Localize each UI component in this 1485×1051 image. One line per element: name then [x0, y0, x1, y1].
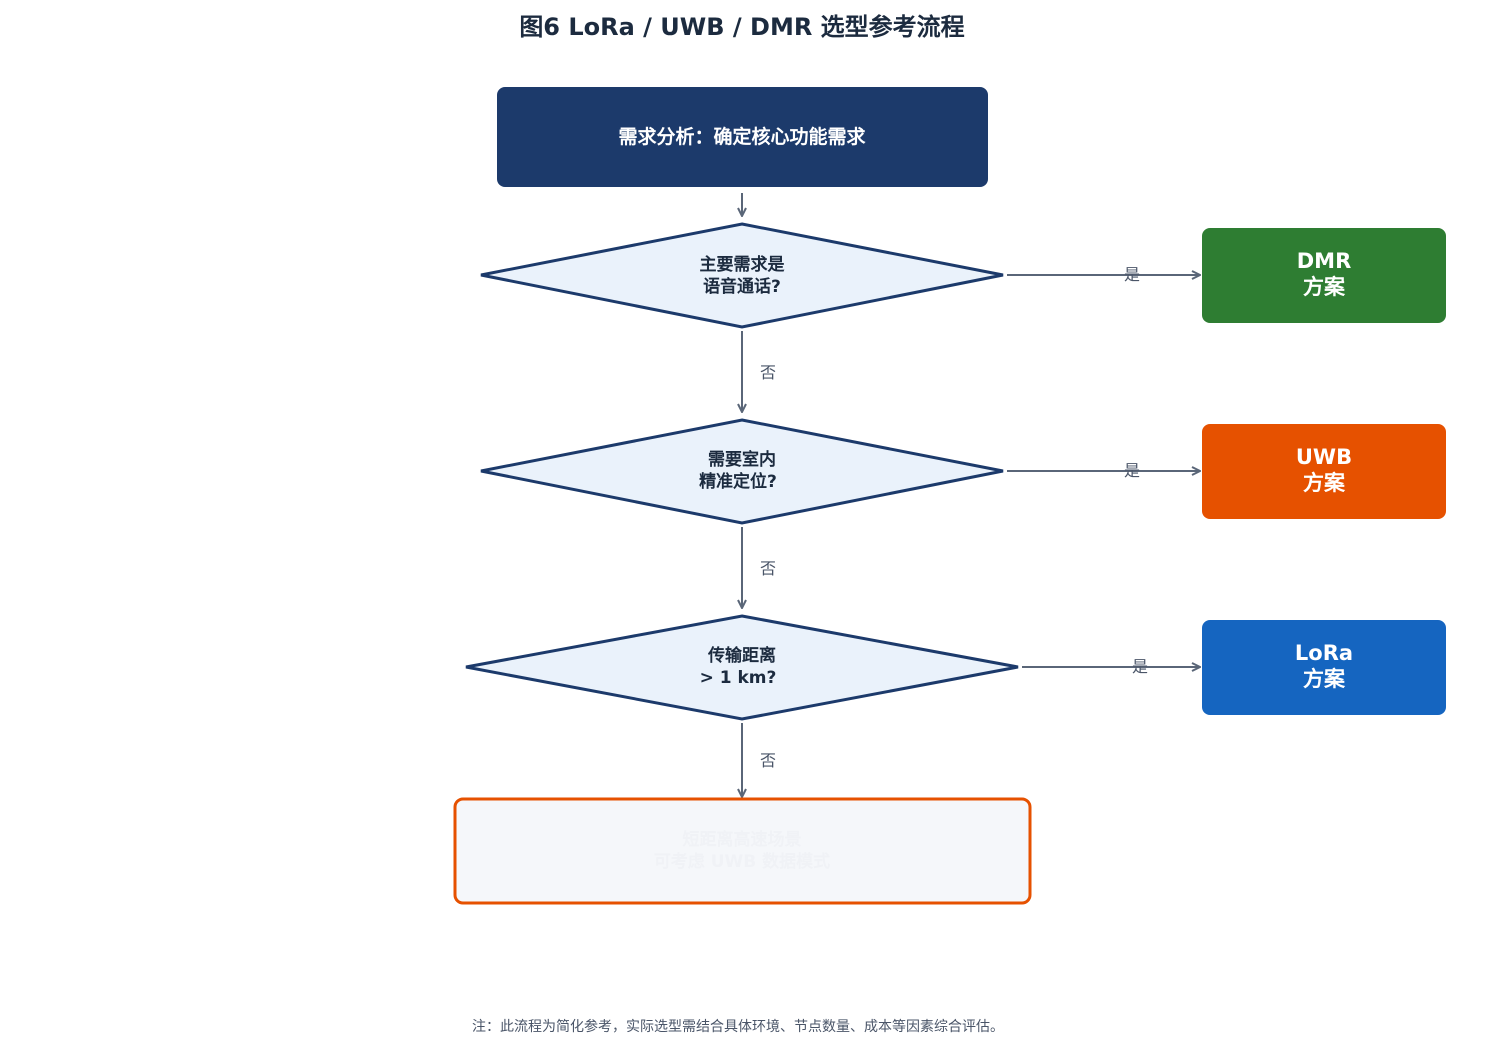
decision-voice-line-1: 主要需求是 — [700, 254, 785, 275]
no-label-1: 否 — [760, 363, 776, 382]
decision-distance-line-1: 传输距离 — [707, 645, 776, 666]
result-box-uwb — [1202, 424, 1446, 519]
figure-title: 图6 LoRa / UWB / DMR 选型参考流程 — [519, 13, 964, 41]
yes-label-dmr: 是 — [1124, 265, 1140, 284]
fallback-box — [453, 797, 1032, 905]
decision-positioning-line-2: 精准定位? — [699, 471, 777, 492]
fallback-line-2: 可考虑 UWB 数据模式 — [654, 851, 830, 872]
fallback-line-1: 短距离高速场景 — [683, 829, 802, 850]
no-label-3: 否 — [760, 751, 776, 770]
result-lora-line-2: 方案 — [1303, 667, 1346, 691]
decision-voice-line-2: 语音通话? — [703, 276, 781, 297]
start-box — [497, 87, 988, 187]
result-lora-line-1: LoRa — [1295, 641, 1353, 665]
result-uwb-line-2: 方案 — [1303, 471, 1346, 495]
no-label-2: 否 — [760, 559, 776, 578]
result-dmr-line-2: 方案 — [1303, 275, 1346, 299]
yes-label-uwb: 是 — [1124, 461, 1140, 480]
start-box-label: 需求分析：确定核心功能需求 — [618, 125, 866, 148]
result-dmr-line-1: DMR — [1297, 249, 1352, 273]
decision-positioning-line-1: 需要室内 — [708, 449, 776, 470]
yes-label-lora: 是 — [1132, 657, 1148, 676]
result-box-lora — [1202, 620, 1446, 715]
result-box-dmr — [1202, 228, 1446, 323]
decision-diamond-distance — [465, 614, 1019, 721]
result-uwb-line-1: UWB — [1296, 445, 1352, 469]
decision-distance-line-2: > 1 km? — [700, 668, 777, 688]
decision-diamond-voice — [480, 222, 1004, 329]
footnote: 注：此流程为简化参考，实际选型需结合具体环境、节点数量、成本等因素综合评估。 — [472, 1018, 1004, 1035]
decision-diamond-positioning — [480, 418, 1004, 525]
